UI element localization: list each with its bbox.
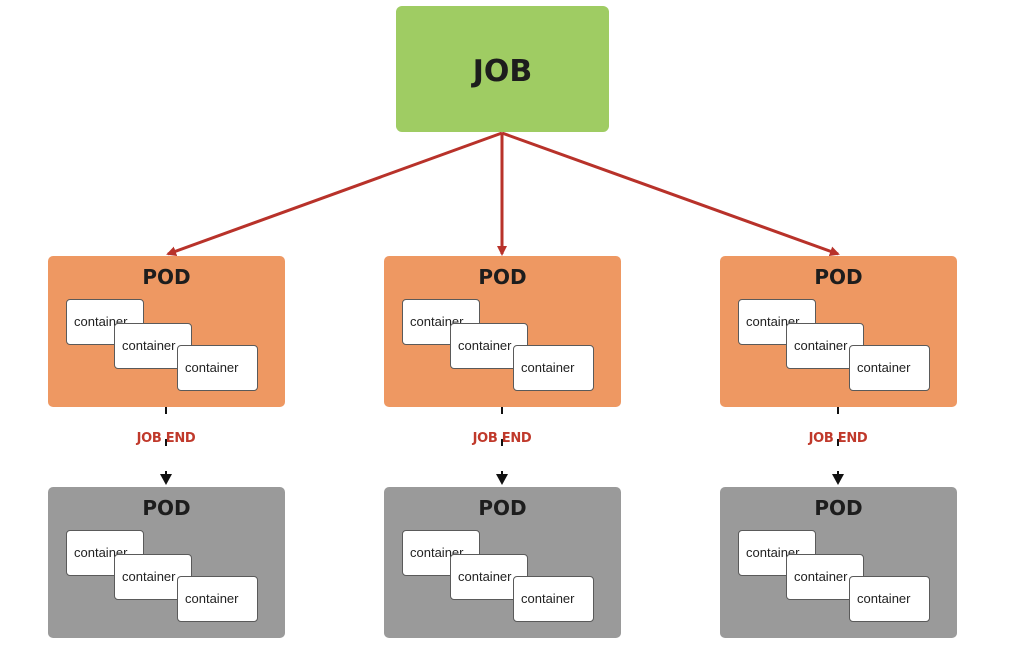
running-pod-1: POD container container container <box>48 256 285 407</box>
running-pod-3: POD container container container <box>720 256 957 407</box>
job-to-pod-arrow-3 <box>501 131 840 256</box>
finished-pod-3: POD container container container <box>720 487 957 638</box>
running-pod-2: POD container container container <box>384 256 621 407</box>
job-end-label-3: JOB END <box>808 431 868 446</box>
container-box: container <box>177 345 258 391</box>
job-node: JOB <box>396 6 609 132</box>
pod-title: POD <box>478 496 527 520</box>
pod-title: POD <box>142 265 191 289</box>
finished-pod-2: POD container container container <box>384 487 621 638</box>
job-label: JOB <box>472 53 533 89</box>
pod-title: POD <box>814 496 863 520</box>
finished-pod-1: POD container container container <box>48 487 285 638</box>
pod-title: POD <box>142 496 191 520</box>
container-box: container <box>177 576 258 622</box>
container-box: container <box>738 299 816 345</box>
pod-title: POD <box>478 265 527 289</box>
container-box: container <box>513 345 594 391</box>
pod-to-finished-arrow-3 <box>832 407 844 486</box>
pod-to-finished-arrow-1 <box>160 407 172 486</box>
pod-to-finished-arrow-2 <box>496 407 508 486</box>
container-box: container <box>849 345 930 391</box>
container-box: container <box>513 576 594 622</box>
container-box: container <box>849 576 930 622</box>
job-end-label-1: JOB END <box>136 431 196 446</box>
job-end-label-2: JOB END <box>472 431 532 446</box>
pod-title: POD <box>814 265 863 289</box>
job-to-pod-arrow-1 <box>166 131 503 256</box>
